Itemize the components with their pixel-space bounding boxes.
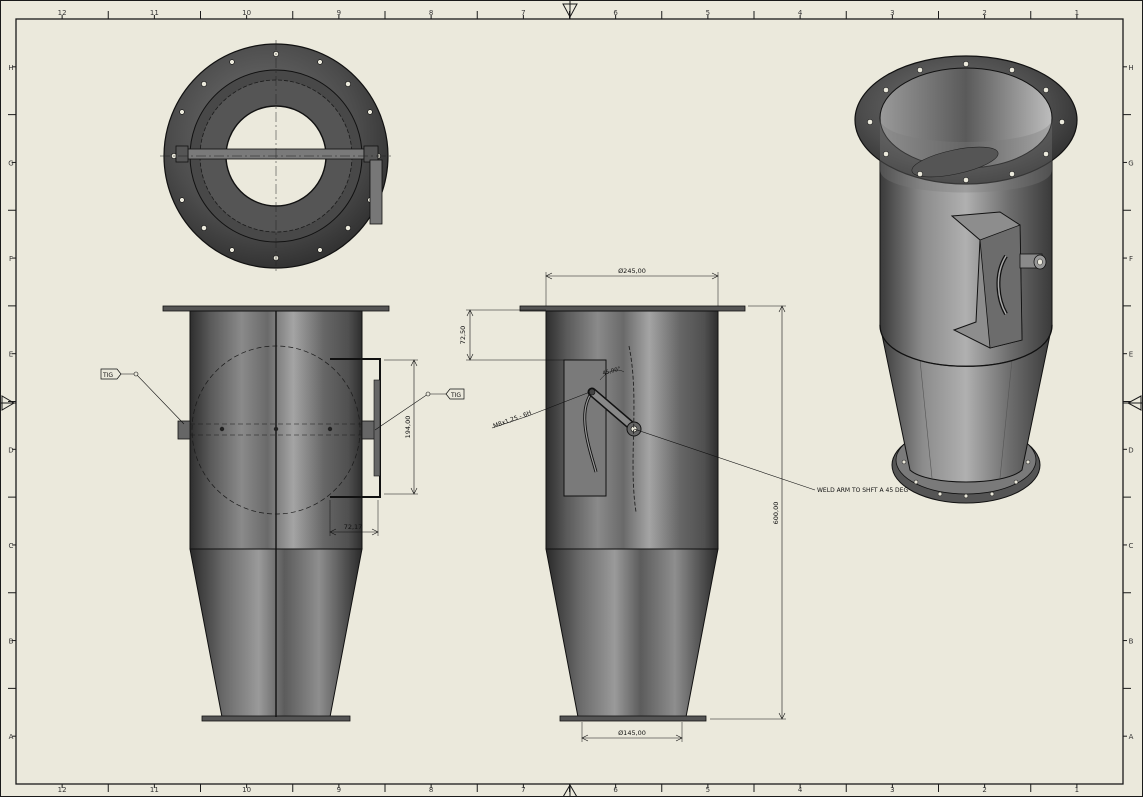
border-zone-label: 11 [150,9,159,17]
border-zone-label: 6 [613,786,618,794]
border-zone-label: E [9,351,13,359]
angle-callout: 45,00° [602,366,622,377]
side-view [466,272,816,742]
border-zone-label: 9 [337,786,341,794]
border-zone-label: 5 [706,9,710,17]
weld-symbol-right: TIG [450,392,461,399]
border-zone-label: 4 [798,786,803,794]
isometric-view [854,55,1078,504]
border-zone-label: 3 [890,786,894,794]
border-zone-label: 4 [798,9,803,17]
top-diameter-dimension: Ø245,00 [618,267,646,275]
border-zone-label: C [1129,542,1134,550]
front-height-dimension: 194,00 [404,416,412,439]
border-zone-label: 1 [1075,786,1079,794]
border-zone-label: 12 [58,786,67,794]
front-width-dimension: 72,17 [344,523,363,531]
border-zone-label: 5 [706,786,710,794]
border-zone-label: 9 [337,9,341,17]
border-zone-label: 7 [521,786,525,794]
iso-bottom-bolt-holes [901,433,1031,499]
border-zone-label: 11 [150,786,159,794]
border-zone-label: A [1129,733,1134,741]
border-zone-label: G [8,159,13,167]
top-view [160,40,392,272]
border-zone-label: B [9,638,14,646]
flange-offset-dimension: 72,50 [459,326,467,345]
weld-symbol-left: TIG [102,372,113,379]
weld-note: WELD ARM TO SHFT A 45 DEG [817,487,908,494]
border-zone-label: 6 [613,9,618,17]
border-zone-label: 7 [521,9,525,17]
border-zone-label: 10 [242,9,251,17]
border-zone-label: H [1128,64,1133,72]
total-height-dimension: 600,00 [772,502,780,525]
border-zone-label: D [1128,446,1133,454]
border-zone-label: 3 [890,9,894,17]
border-zone-label: 8 [429,786,433,794]
border-zone-label: B [1129,638,1134,646]
front-view [100,305,465,722]
border-ticks [8,11,1131,792]
border-zone-label: E [1129,351,1133,359]
border-zone-label: 10 [242,786,251,794]
border-zone-label: F [1129,255,1133,263]
border-zone-label: 1 [1075,9,1079,17]
border-zone-label: 2 [982,9,986,17]
border-zone-label: 8 [429,9,433,17]
border-zone-label: A [9,733,14,741]
border-zone-label: G [1128,159,1133,167]
border-zone-label: F [9,255,13,263]
border-zone-label: 2 [982,786,986,794]
border-zone-label: H [8,64,13,72]
border-zone-label: C [9,542,14,550]
iso-top-bolt-holes [867,61,1065,183]
bottom-diameter-dimension: Ø145,00 [618,729,646,737]
border-zone-label: 12 [58,9,67,17]
border-zone-label: D [8,446,13,454]
thread-callout: M8x1,25 - 6H [492,410,532,430]
